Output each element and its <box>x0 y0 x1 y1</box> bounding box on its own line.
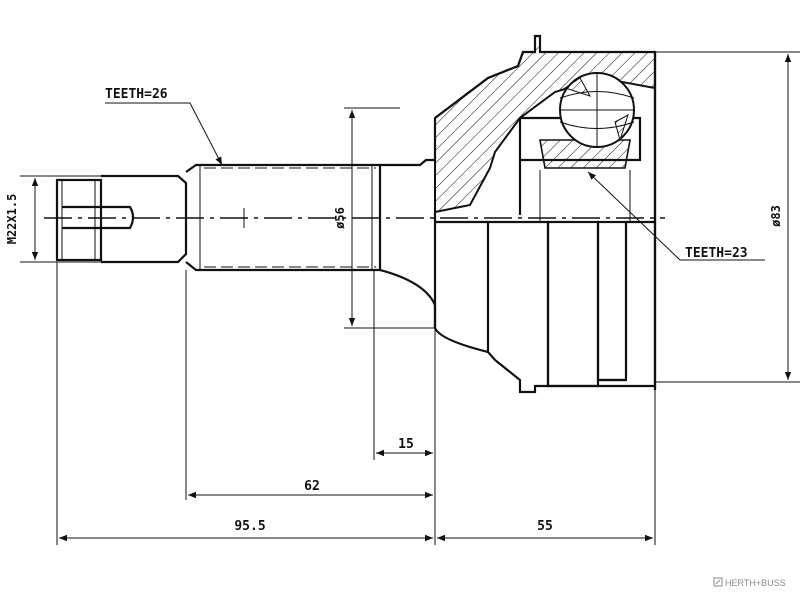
dimension-95-label: 95.5 <box>234 519 265 534</box>
leader-lines <box>105 102 765 261</box>
joint-housing <box>433 34 657 394</box>
dimension-62-label: 62 <box>304 479 320 494</box>
brand-logo: HERTH+BUSS <box>713 577 786 588</box>
ball-cage <box>559 72 635 148</box>
dimension-55-label: 55 <box>537 519 553 534</box>
teeth-inner-label: TEETH=23 <box>685 246 748 261</box>
teeth-outer-label: TEETH=26 <box>105 87 168 102</box>
extension-lines <box>20 51 800 545</box>
diameter-shaft-label: ø56 <box>333 207 347 229</box>
diameter-housing-label: ø83 <box>769 205 783 227</box>
shaft-outline <box>55 118 437 328</box>
dimension-lines <box>31 54 792 542</box>
dimension-15-label: 15 <box>398 437 414 452</box>
brand-name: HERTH+BUSS <box>725 578 786 588</box>
thread-label: M22X1.5 <box>5 194 19 245</box>
